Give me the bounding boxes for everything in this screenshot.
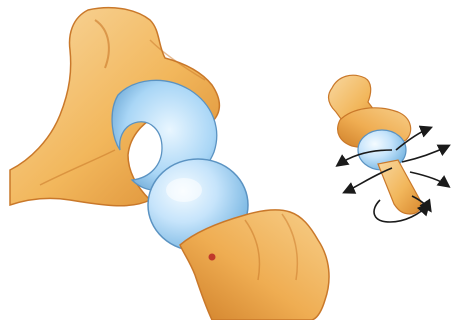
ligament-marker [209, 254, 216, 261]
joint-model-inset [329, 75, 448, 222]
